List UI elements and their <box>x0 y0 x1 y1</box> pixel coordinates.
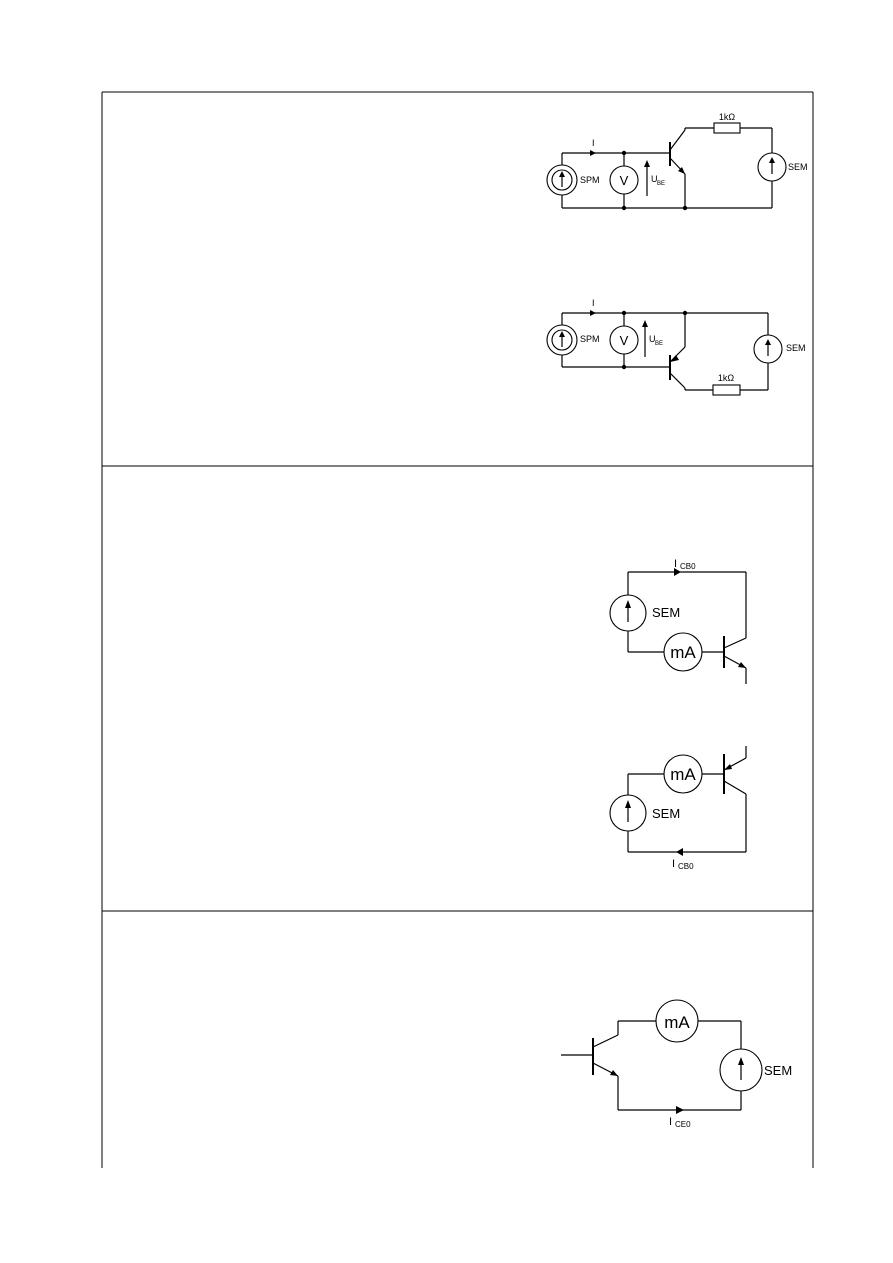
voltage-label: U <box>649 334 656 344</box>
current-subscript: CE0 <box>675 1120 691 1129</box>
circuit-1-ube-measurement: I SPM V U BE 1kΩ SEM <box>546 112 808 211</box>
supply-label: SEM <box>652 605 680 620</box>
supply-label: SEM <box>652 806 680 821</box>
current-label: I <box>669 1116 672 1128</box>
resistor-label: 1kΩ <box>718 373 735 383</box>
current-arrow-icon <box>590 150 596 156</box>
milliammeter <box>663 754 703 794</box>
circuit-2-ube-measurement: I SPM V U BE 1kΩ SEM <box>546 298 806 396</box>
resistor <box>713 122 741 134</box>
meter-label: V <box>620 333 629 348</box>
current-subscript: CB0 <box>678 862 694 871</box>
current-label: I <box>674 558 677 570</box>
meter-label: mA <box>664 1013 690 1032</box>
supply-label: SEM <box>788 162 808 172</box>
current-arrow-icon <box>676 848 683 856</box>
circuit-5-ice0-measurement: I CE0 SEM mA <box>561 999 792 1129</box>
meter-label: V <box>620 173 629 188</box>
milliammeter <box>663 632 703 672</box>
supply-label: SEM <box>786 343 806 353</box>
voltage-subscript: BE <box>655 341 663 347</box>
current-label: I <box>592 138 595 148</box>
resistor-label: 1kΩ <box>719 112 736 122</box>
source-label: SPM <box>580 334 600 344</box>
supply-label: SEM <box>764 1063 792 1078</box>
voltage-label: U <box>651 174 658 184</box>
circuit-4-icb0-measurement: I CB0 SEM mA <box>609 746 747 871</box>
current-label: I <box>672 858 675 870</box>
current-arrow-icon <box>676 1106 684 1114</box>
current-arrow-icon <box>674 568 681 576</box>
voltage-subscript: BE <box>657 181 665 187</box>
table-frame <box>101 91 814 1168</box>
resistor <box>712 384 741 396</box>
meter-label: mA <box>670 643 696 662</box>
milliammeter <box>655 999 699 1043</box>
current-arrow-icon <box>590 310 596 316</box>
meter-label: mA <box>670 765 696 784</box>
source-label: SPM <box>580 175 600 185</box>
circuit-3-icb0-measurement: I CB0 SEM mA <box>609 558 747 684</box>
voltmeter <box>609 165 639 195</box>
current-label: I <box>592 298 595 308</box>
voltmeter <box>609 325 639 355</box>
current-subscript: CB0 <box>680 562 696 571</box>
